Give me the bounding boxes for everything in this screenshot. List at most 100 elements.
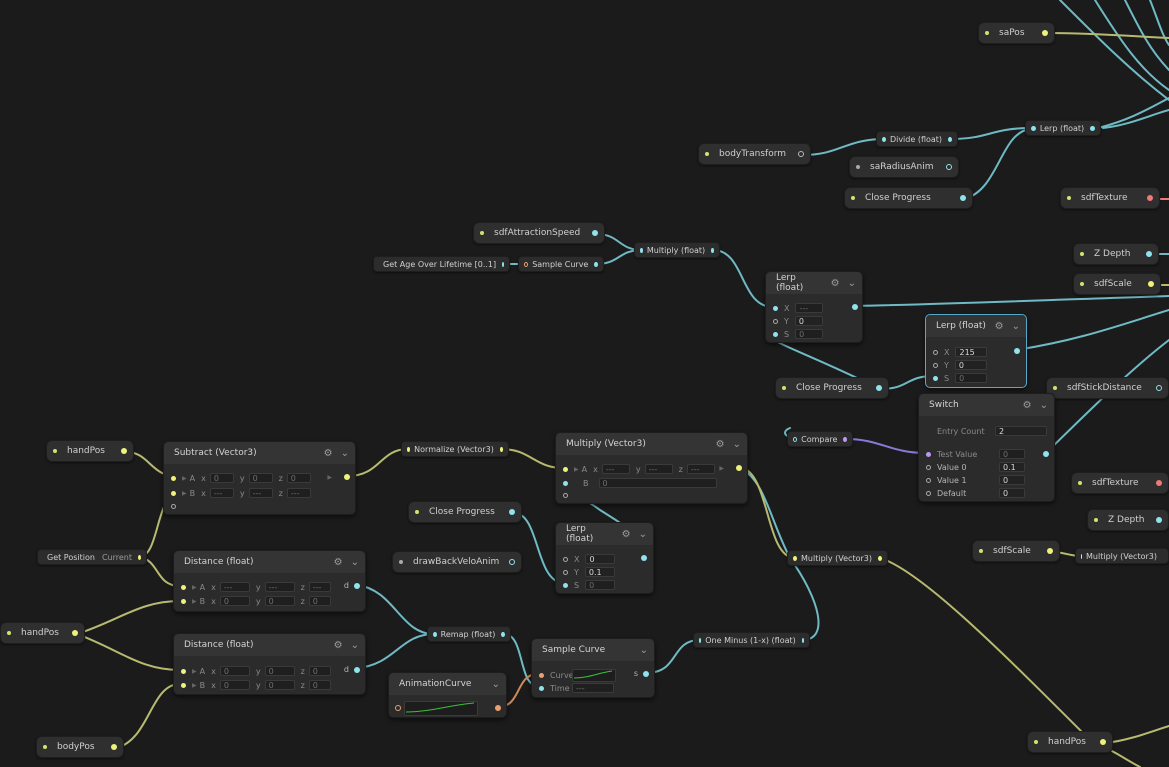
node-header[interactable]: Lerp (float)⚙⌄ — [766, 272, 862, 294]
output-port[interactable] — [111, 744, 117, 750]
test-value-field[interactable]: 0 — [999, 449, 1025, 459]
property-sdfScale-2[interactable]: sdfScale — [972, 540, 1060, 562]
property-bodyTransform[interactable]: bodyTransform — [698, 143, 811, 165]
input-port[interactable] — [793, 555, 798, 561]
value1-field[interactable]: 0 — [999, 475, 1025, 485]
output-port[interactable] — [1100, 739, 1106, 745]
node-header[interactable]: Multiply (Vector3)⚙⌄ — [556, 433, 747, 455]
expand-icon[interactable]: ▶ — [192, 597, 197, 605]
node-header[interactable]: Lerp (float)⚙⌄ — [926, 315, 1026, 337]
s-field[interactable]: 0 — [795, 329, 824, 339]
a-z-field[interactable]: 0 — [308, 666, 331, 676]
output-port[interactable] — [1148, 281, 1154, 287]
output-port[interactable] — [138, 554, 141, 560]
input-port[interactable] — [181, 668, 186, 674]
node-header[interactable]: Distance (float)⚙⌄ — [174, 634, 365, 656]
output-port[interactable] — [501, 631, 505, 637]
output-port[interactable] — [946, 164, 952, 170]
output-port[interactable] — [594, 261, 598, 267]
property-close-progress-low[interactable]: Close Progress — [408, 501, 522, 523]
entry-count-field[interactable]: 2 — [995, 426, 1047, 436]
output-port[interactable] — [344, 474, 350, 480]
input-port[interactable] — [181, 584, 186, 590]
property-close-progress-top[interactable]: Close Progress — [844, 187, 973, 209]
node-header[interactable]: AnimationCurve⌄ — [389, 673, 506, 695]
s-field[interactable]: 0 — [585, 580, 616, 590]
property-drawBackVeloAnim[interactable]: drawBackVeloAnim — [392, 551, 522, 573]
gear-icon[interactable]: ⚙ — [1022, 399, 1032, 411]
property-close-progress-mid[interactable]: Close Progress — [775, 377, 889, 399]
op-multiply-v3-mid[interactable]: Multiply (Vector3) — [787, 550, 888, 566]
input-port[interactable] — [773, 305, 778, 311]
output-port[interactable] — [354, 667, 360, 673]
property-sdfTexture[interactable]: sdfTexture — [1060, 187, 1160, 209]
input-port[interactable] — [181, 598, 186, 604]
output-port[interactable] — [948, 136, 952, 142]
gear-icon[interactable]: ⚙ — [830, 277, 840, 289]
output-port[interactable] — [852, 304, 858, 310]
b-x-field[interactable]: 0 — [219, 596, 250, 606]
input-port[interactable] — [773, 318, 778, 324]
expand-icon[interactable]: ▶ — [719, 465, 724, 472]
input-port[interactable] — [926, 464, 931, 470]
gear-icon[interactable]: ⚙ — [715, 438, 725, 450]
output-port[interactable] — [641, 555, 647, 561]
output-port[interactable] — [121, 448, 127, 454]
output-port[interactable] — [499, 446, 503, 452]
property-sdfStickDistance[interactable]: sdfStickDistance — [1046, 377, 1169, 399]
a-y-field[interactable]: 0 — [264, 666, 295, 676]
b-y-field[interactable]: 0 — [264, 596, 295, 606]
op-remap[interactable]: Remap (float) — [427, 626, 511, 642]
output-port[interactable] — [1156, 385, 1162, 391]
node-header[interactable]: Sample Curve⌄ — [532, 639, 654, 661]
output-port[interactable] — [1146, 251, 1152, 257]
output-port[interactable] — [1047, 548, 1053, 554]
input-port[interactable] — [699, 637, 702, 643]
chevron-down-icon[interactable]: ⌄ — [491, 678, 500, 690]
op-divide[interactable]: Divide (float) — [876, 131, 958, 147]
chevron-down-icon[interactable]: ⌄ — [350, 639, 359, 651]
a-y-field[interactable]: --- — [264, 582, 295, 592]
curve-preview[interactable] — [404, 701, 478, 716]
input-port[interactable] — [926, 477, 931, 483]
b-z-field[interactable]: 0 — [308, 680, 331, 690]
op-get-age[interactable]: Get Age Over Lifetime [0..1] — [373, 256, 510, 272]
output-port[interactable] — [1043, 451, 1049, 457]
a-x-field[interactable]: 0 — [219, 666, 250, 676]
output-port[interactable] — [495, 705, 501, 711]
output-port[interactable] — [798, 151, 804, 157]
x-field[interactable]: 215 — [955, 347, 988, 357]
input-port[interactable] — [433, 631, 437, 637]
output-port[interactable] — [960, 195, 966, 201]
output-port[interactable] — [1014, 348, 1020, 354]
gear-icon[interactable]: ⚙ — [621, 528, 631, 540]
output-port[interactable] — [509, 509, 515, 515]
a-x-field[interactable]: 0 — [209, 473, 234, 483]
output-port[interactable] — [1156, 517, 1162, 523]
node-sample-curve[interactable]: Sample Curve⌄ Curve Time--- s — [531, 638, 655, 698]
chevron-down-icon[interactable]: ⌄ — [340, 447, 349, 459]
gear-icon[interactable]: ⚙ — [333, 639, 343, 651]
input-port[interactable] — [407, 446, 411, 452]
output-port[interactable] — [877, 555, 882, 561]
input-port[interactable] — [171, 475, 176, 481]
input-port[interactable] — [1031, 125, 1036, 131]
node-header[interactable]: Lerp (float)⚙⌄ — [556, 523, 653, 545]
b-y-field[interactable]: 0 — [264, 680, 295, 690]
op-multiply-float[interactable]: Multiply (float) — [634, 242, 720, 258]
input-port[interactable] — [882, 136, 886, 142]
op-normalize[interactable]: Normalize (Vector3) — [401, 441, 509, 457]
input-port[interactable] — [793, 436, 798, 442]
input-port[interactable] — [773, 331, 778, 337]
property-sdfTexture-2[interactable]: sdfTexture — [1071, 472, 1169, 494]
a-x-field[interactable]: --- — [219, 582, 250, 592]
